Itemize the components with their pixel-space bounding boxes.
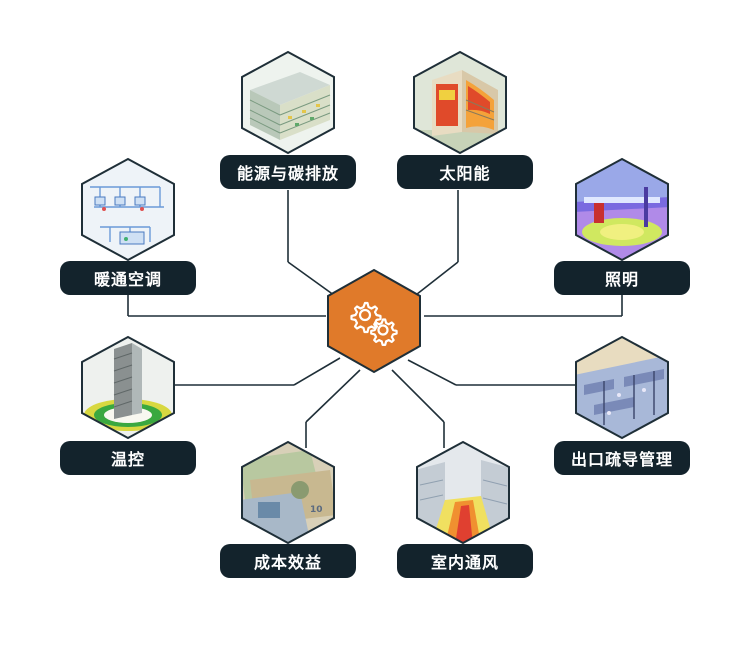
gears-icon <box>327 268 421 374</box>
evacuation-plan-icon <box>575 335 669 440</box>
node-temperature[interactable] <box>80 335 176 440</box>
connector-solar <box>411 261 459 299</box>
label-ventilation[interactable]: 室内通风 <box>397 544 533 578</box>
thermal-tower-icon <box>81 335 175 440</box>
label-evacuation[interactable]: 出口疏导管理 <box>554 441 690 475</box>
label-hvac[interactable]: 暖通空调 <box>60 261 196 295</box>
airflow-simulation-icon <box>416 440 510 545</box>
label-lighting[interactable]: 照明 <box>554 261 690 295</box>
building-energy-model-icon <box>241 50 335 155</box>
connector-evacuation <box>407 359 457 386</box>
hub-node <box>325 268 423 374</box>
connector-ventilation <box>391 369 445 423</box>
node-evacuation[interactable] <box>574 335 670 440</box>
connector-energy <box>287 261 339 299</box>
connector-temperature <box>293 357 341 386</box>
node-lighting[interactable] <box>574 157 670 262</box>
label-solar[interactable]: 太阳能 <box>397 155 533 189</box>
svg-text:10: 10 <box>310 505 323 515</box>
connector-cost <box>305 369 361 423</box>
node-hvac[interactable] <box>80 157 176 262</box>
node-ventilation[interactable] <box>415 440 511 545</box>
node-energy[interactable] <box>240 50 336 155</box>
lighting-simulation-icon <box>575 157 669 262</box>
label-cost[interactable]: 成本效益 <box>220 544 356 578</box>
label-energy[interactable]: 能源与碳排放 <box>220 155 356 189</box>
label-temperature[interactable]: 温控 <box>60 441 196 475</box>
hvac-schematic-icon <box>81 157 175 262</box>
solar-analysis-building-icon <box>413 50 507 155</box>
node-solar[interactable] <box>412 50 508 155</box>
